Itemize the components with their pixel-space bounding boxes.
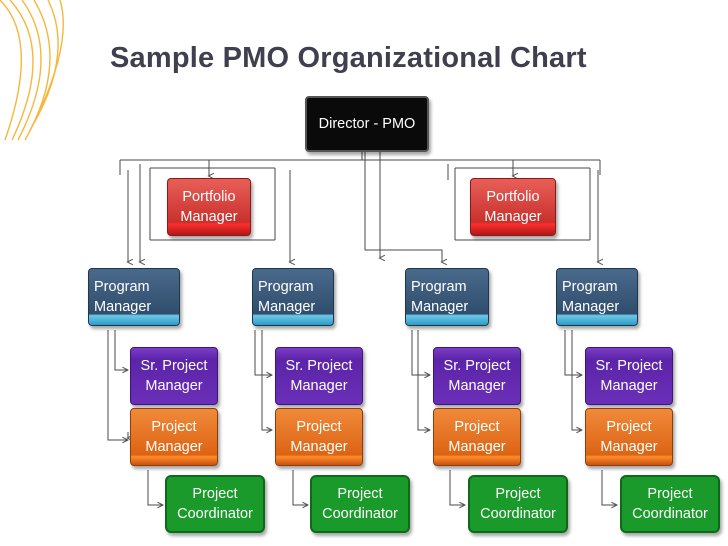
project-manager-box-1: Project Manager <box>130 408 218 466</box>
project-coordinator-box-1: Project Coordinator <box>165 475 265 533</box>
portfolio-manager-box-1: Portfolio Manager <box>167 178 251 236</box>
sr-project-manager-label-line2: Manager <box>600 378 658 394</box>
project-coordinator-label-line1: Project <box>495 486 541 502</box>
project-coordinator-label-line1: Project <box>647 486 693 502</box>
director-pmo-box: Director - PMO <box>305 96 429 152</box>
sr-project-manager-box-4: Sr. Project Manager <box>585 347 673 405</box>
project-manager-box-3: Project Manager <box>433 408 521 466</box>
project-manager-label-line1: Project <box>454 419 500 435</box>
decorative-swirl-graphic <box>0 0 64 140</box>
project-manager-label-line1: Project <box>606 419 652 435</box>
project-manager-label-line1: Project <box>151 419 197 435</box>
portfolio-manager-label-line2: Manager <box>484 209 542 225</box>
sr-project-manager-label-line2: Manager <box>145 378 203 394</box>
sr-project-manager-label-line1: Sr. Project <box>443 358 511 374</box>
sr-project-manager-label-line2: Manager <box>290 378 348 394</box>
portfolio-manager-label-line2: Manager <box>180 209 238 225</box>
program-manager-box-2: Program Manager <box>252 268 334 326</box>
project-coordinator-label-line1: Project <box>337 486 383 502</box>
project-coordinator-label-line2: Coordinator <box>322 506 398 522</box>
sr-project-manager-label-line2: Manager <box>448 378 506 394</box>
sr-project-manager-box-1: Sr. Project Manager <box>130 347 218 405</box>
program-manager-box-3: Program Manager <box>405 268 489 326</box>
project-coordinator-box-3: Project Coordinator <box>468 475 568 533</box>
project-coordinator-box-4: Project Coordinator <box>620 475 720 533</box>
program-manager-label-line2: Manager <box>258 299 316 315</box>
project-manager-box-4: Project Manager <box>585 408 673 466</box>
sr-project-manager-box-3: Sr. Project Manager <box>433 347 521 405</box>
page-title: Sample PMO Organizational Chart <box>110 42 587 74</box>
program-manager-label-line1: Program <box>562 279 618 295</box>
program-manager-label-line2: Manager <box>562 299 620 315</box>
sr-project-manager-box-2: Sr. Project Manager <box>275 347 363 405</box>
project-manager-label-line2: Manager <box>448 439 506 455</box>
program-manager-box-1: Program Manager <box>88 268 180 326</box>
program-manager-box-4: Program Manager <box>556 268 638 326</box>
program-manager-label-line1: Program <box>411 279 467 295</box>
program-manager-label-line1: Program <box>94 279 150 295</box>
portfolio-manager-label-line1: Portfolio <box>182 189 236 205</box>
director-pmo-label: Director - PMO <box>318 116 416 132</box>
sr-project-manager-label-line1: Sr. Project <box>285 358 353 374</box>
project-coordinator-box-2: Project Coordinator <box>310 475 410 533</box>
program-manager-label-line2: Manager <box>94 299 152 315</box>
sr-project-manager-label-line1: Sr. Project <box>595 358 663 374</box>
project-coordinator-label-line1: Project <box>192 486 238 502</box>
project-coordinator-label-line2: Coordinator <box>480 506 556 522</box>
project-coordinator-label-line2: Coordinator <box>632 506 708 522</box>
program-manager-label-line2: Manager <box>411 299 469 315</box>
program-manager-label-line1: Program <box>258 279 314 295</box>
portfolio-manager-box-2: Portfolio Manager <box>470 178 556 236</box>
project-manager-label-line1: Project <box>296 419 342 435</box>
project-manager-label-line2: Manager <box>290 439 348 455</box>
project-manager-label-line2: Manager <box>145 439 203 455</box>
portfolio-manager-label-line1: Portfolio <box>486 189 540 205</box>
project-manager-label-line2: Manager <box>600 439 658 455</box>
project-coordinator-label-line2: Coordinator <box>177 506 253 522</box>
sr-project-manager-label-line1: Sr. Project <box>140 358 208 374</box>
project-manager-box-2: Project Manager <box>275 408 363 466</box>
